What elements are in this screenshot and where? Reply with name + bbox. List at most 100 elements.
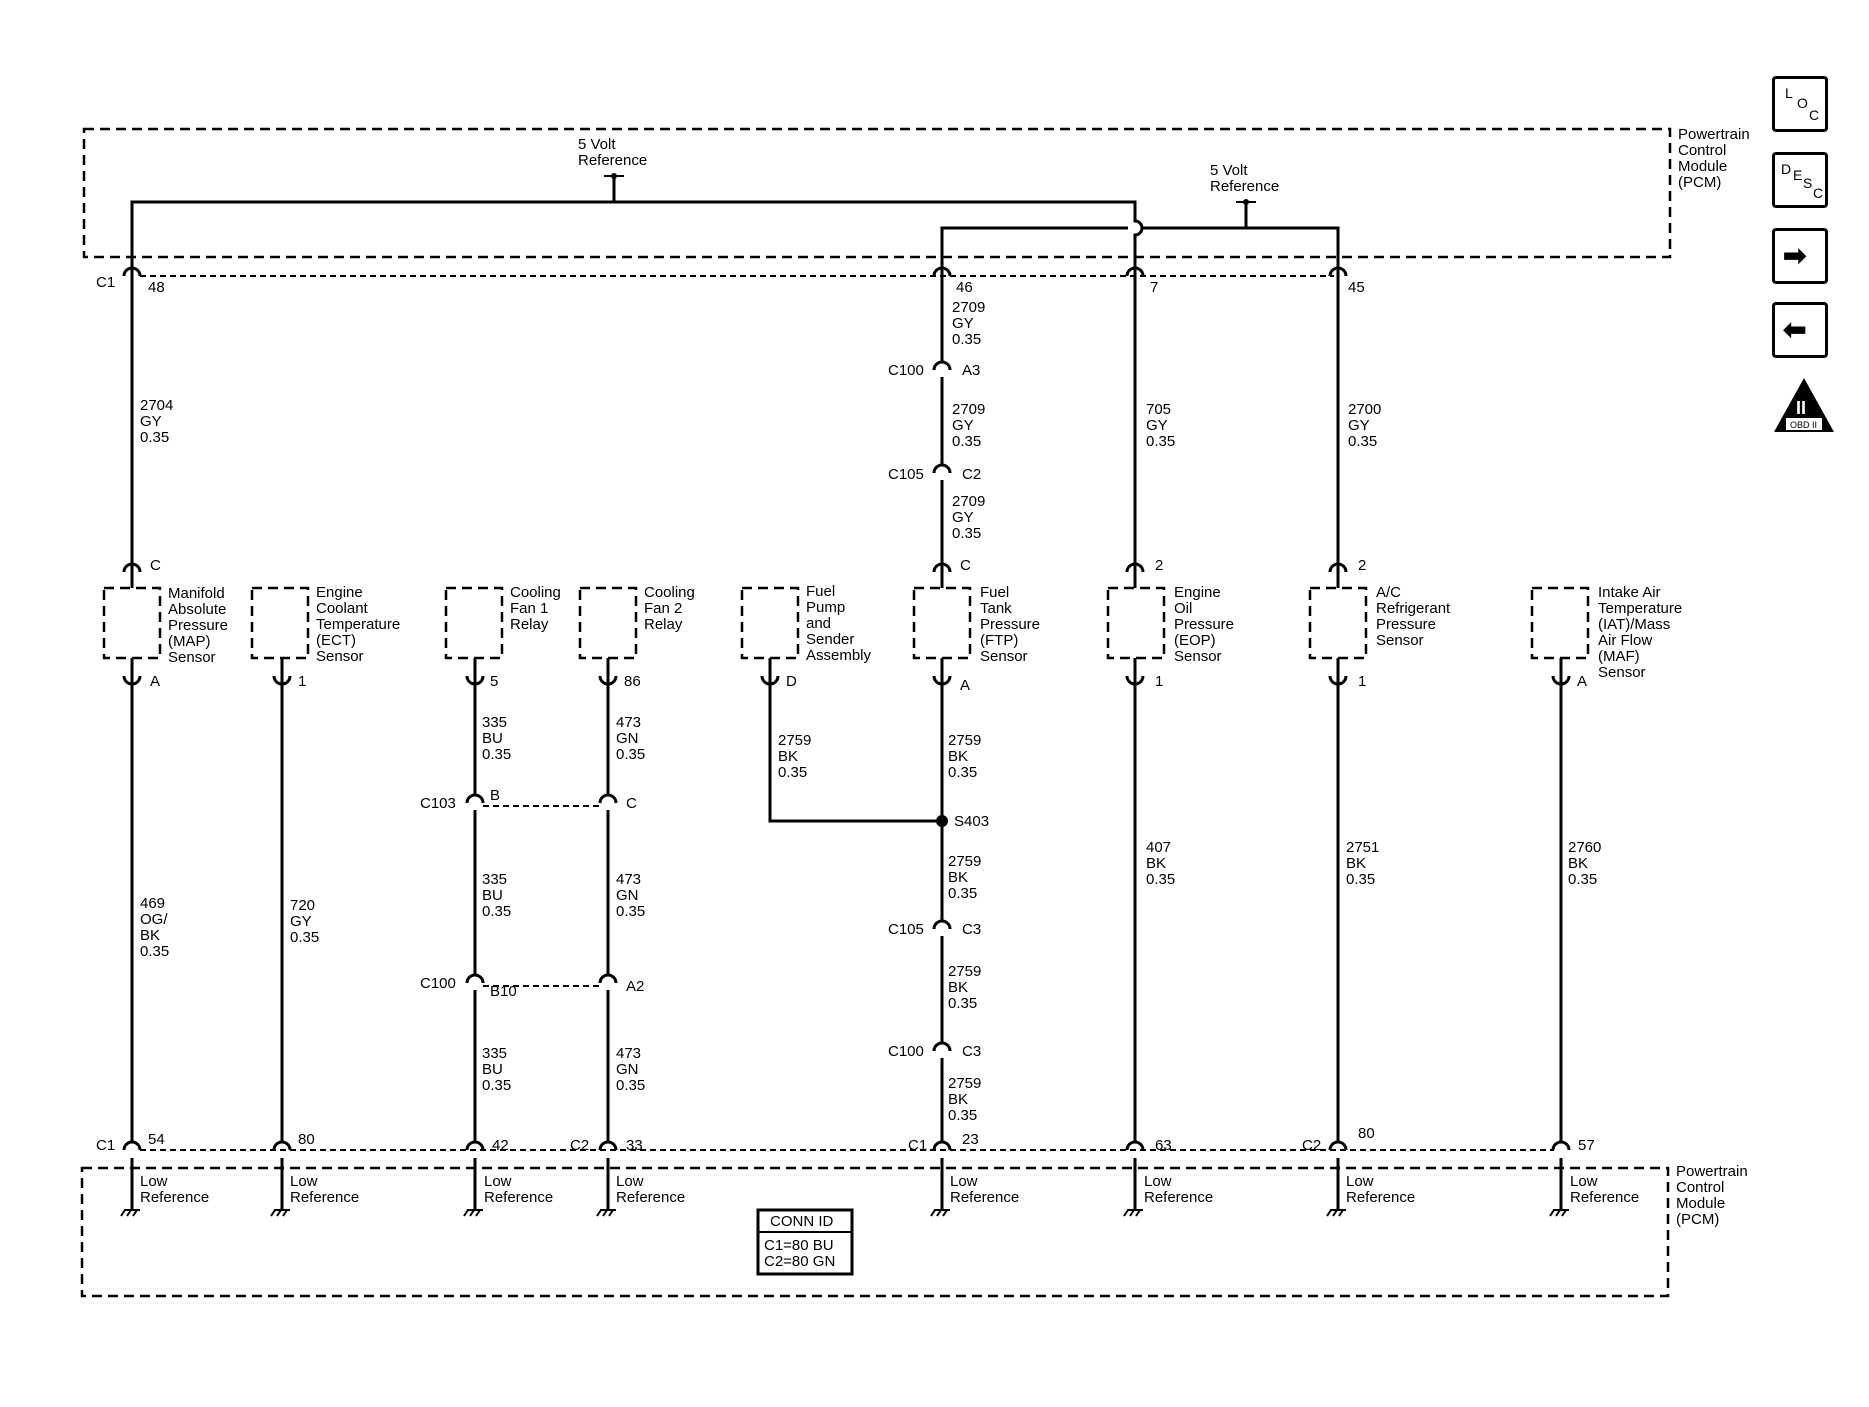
svg-text:Sensor: Sensor xyxy=(980,648,1028,665)
svg-text:Fan 2: Fan 2 xyxy=(644,600,682,617)
loc-button[interactable]: L O C xyxy=(1772,76,1828,132)
svg-text:GY: GY xyxy=(952,417,974,434)
inline-labels: C100 A3 C105 C2 C103 B C C100 B10 A2 C10… xyxy=(420,362,981,1060)
svg-text:D: D xyxy=(786,673,797,690)
svg-text:(IAT)/Mass: (IAT)/Mass xyxy=(1598,616,1670,633)
svg-text:C2: C2 xyxy=(962,466,981,483)
pcm-bottom-box xyxy=(80,1166,1670,1298)
svg-text:2760: 2760 xyxy=(1568,839,1601,856)
sensor-ac: 2 1 A/C Refrigerant Pressure Sensor xyxy=(1308,557,1451,690)
desc-letter-d: D xyxy=(1781,161,1792,177)
svg-text:Relay: Relay xyxy=(644,616,683,633)
svg-text:GY: GY xyxy=(1146,417,1168,434)
svg-text:Cooling: Cooling xyxy=(644,584,695,601)
svg-text:CONN ID: CONN ID xyxy=(770,1213,834,1230)
svg-text:5: 5 xyxy=(490,673,498,690)
svg-text:Reference: Reference xyxy=(1570,1189,1639,1206)
svg-text:0.35: 0.35 xyxy=(1146,433,1175,450)
svg-text:C100: C100 xyxy=(888,1043,924,1060)
svg-text:Reference: Reference xyxy=(616,1189,685,1206)
svg-text:C105: C105 xyxy=(888,466,924,483)
svg-text:2751: 2751 xyxy=(1346,839,1379,856)
svg-text:Sensor: Sensor xyxy=(316,648,364,665)
svg-text:2700: 2700 xyxy=(1348,401,1381,418)
svg-text:0.35: 0.35 xyxy=(482,746,511,763)
svg-text:2759: 2759 xyxy=(948,853,981,870)
svg-text:C2: C2 xyxy=(1302,1137,1321,1154)
svg-text:C1: C1 xyxy=(96,274,115,291)
svg-text:Low: Low xyxy=(950,1173,978,1190)
svg-text:C3: C3 xyxy=(962,921,981,938)
svg-text:2759: 2759 xyxy=(948,1075,981,1092)
svg-text:BK: BK xyxy=(1146,855,1166,872)
svg-text:C: C xyxy=(960,557,971,574)
wire-lines xyxy=(130,262,1563,1142)
svg-text:0.35: 0.35 xyxy=(1348,433,1377,450)
prev-arrow-button[interactable]: ⬅ xyxy=(1772,302,1828,358)
svg-text:Cooling: Cooling xyxy=(510,584,561,601)
svg-text:B10: B10 xyxy=(490,983,517,1000)
svg-text:5 Volt: 5 Volt xyxy=(1210,162,1248,179)
svg-text:C100: C100 xyxy=(420,975,456,992)
svg-text:C2=80 GN: C2=80 GN xyxy=(764,1253,835,1270)
svg-text:473: 473 xyxy=(616,871,641,888)
svg-text:0.35: 0.35 xyxy=(140,429,169,446)
svg-text:473: 473 xyxy=(616,1045,641,1062)
svg-text:Low: Low xyxy=(1144,1173,1172,1190)
svg-text:S403: S403 xyxy=(954,813,989,830)
svg-text:(PCM): (PCM) xyxy=(1678,174,1721,191)
obd-ii-icon[interactable]: II OBD II xyxy=(1772,376,1836,434)
ref-5v-right-bus xyxy=(940,226,1340,262)
arrow-right-icon: ➡ xyxy=(1783,240,1807,271)
svg-text:C: C xyxy=(150,557,161,574)
svg-text:Module: Module xyxy=(1676,1195,1725,1212)
svg-text:Sensor: Sensor xyxy=(1598,664,1646,681)
svg-text:0.35: 0.35 xyxy=(952,433,981,450)
svg-text:Sensor: Sensor xyxy=(168,649,216,666)
top-pins: C1 48 46 7 45 xyxy=(96,274,1365,296)
svg-text:46: 46 xyxy=(956,279,973,296)
svg-text:Temperature: Temperature xyxy=(316,616,400,633)
svg-text:C1: C1 xyxy=(908,1137,927,1154)
svg-text:C103: C103 xyxy=(420,795,456,812)
wire-labels: 2704 GY 0.35 2709 GY 0.35 2709 GY 0.35 2… xyxy=(140,299,1601,1124)
svg-text:0.35: 0.35 xyxy=(482,903,511,920)
svg-text:0.35: 0.35 xyxy=(1568,871,1597,888)
next-arrow-button[interactable]: ➡ xyxy=(1772,228,1828,284)
svg-text:B: B xyxy=(490,787,500,804)
svg-text:Engine: Engine xyxy=(1174,584,1221,601)
svg-text:0.35: 0.35 xyxy=(948,995,977,1012)
svg-text:Low: Low xyxy=(140,1173,168,1190)
svg-text:469: 469 xyxy=(140,895,165,912)
svg-text:II: II xyxy=(1796,398,1806,418)
desc-letter-s: S xyxy=(1803,175,1813,191)
desc-button[interactable]: D E S C xyxy=(1772,152,1828,208)
svg-text:A: A xyxy=(1577,673,1587,690)
svg-text:48: 48 xyxy=(148,279,165,296)
svg-text:0.35: 0.35 xyxy=(1346,871,1375,888)
sensor-eop: 2 1 Engine Oil Pressure (EOP) Sensor xyxy=(1106,557,1234,690)
svg-text:Temperature: Temperature xyxy=(1598,600,1682,617)
svg-text:A: A xyxy=(960,677,970,694)
svg-text:2: 2 xyxy=(1358,557,1366,574)
svg-text:57: 57 xyxy=(1578,1137,1595,1154)
svg-text:0.35: 0.35 xyxy=(616,746,645,763)
desc-letter-c: C xyxy=(1813,185,1824,201)
svg-text:0.35: 0.35 xyxy=(616,1077,645,1094)
svg-text:2759: 2759 xyxy=(948,963,981,980)
svg-text:and: and xyxy=(806,615,831,632)
loc-letter-o: O xyxy=(1797,95,1808,111)
svg-text:80: 80 xyxy=(1358,1125,1375,1142)
svg-text:(ECT): (ECT) xyxy=(316,632,356,649)
svg-text:Manifold: Manifold xyxy=(168,585,225,602)
svg-text:C1: C1 xyxy=(96,1137,115,1154)
svg-text:0.35: 0.35 xyxy=(778,764,807,781)
svg-text:2709: 2709 xyxy=(952,299,985,316)
svg-text:Pump: Pump xyxy=(806,599,845,616)
svg-text:Fan 1: Fan 1 xyxy=(510,600,548,617)
svg-text:Sender: Sender xyxy=(806,631,854,648)
arrow-left-icon: ⬅ xyxy=(1783,314,1807,345)
svg-text:2759: 2759 xyxy=(778,732,811,749)
svg-text:2759: 2759 xyxy=(948,732,981,749)
